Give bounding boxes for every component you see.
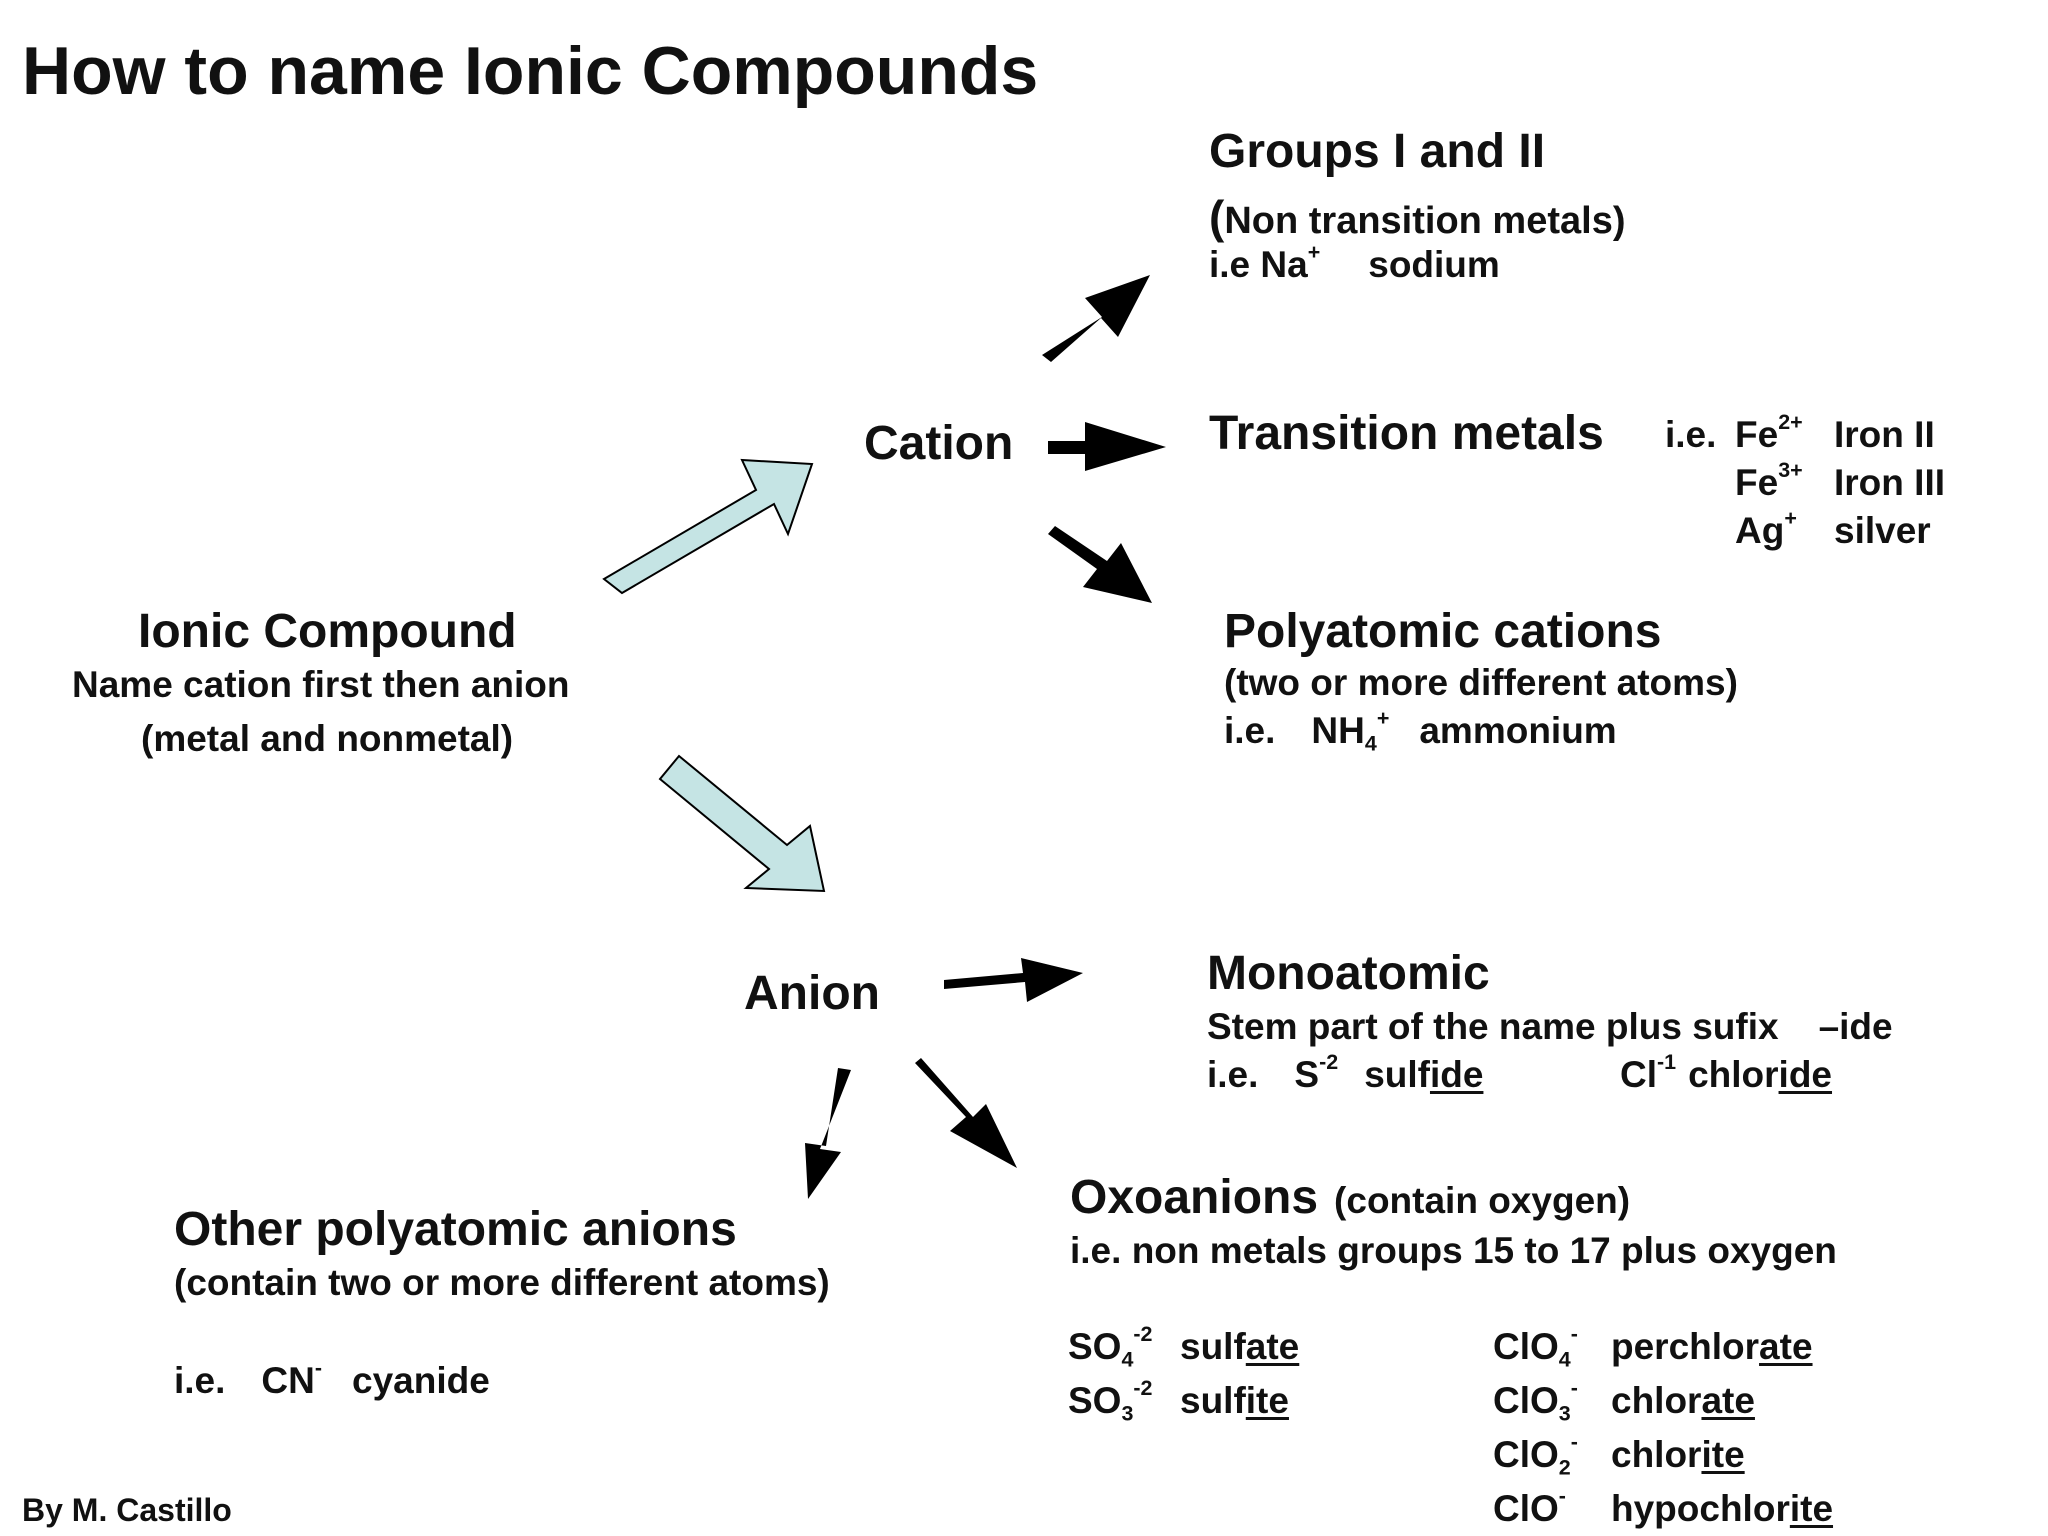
- arrow-anion-to-monoatomic: [944, 958, 1083, 1002]
- author-credit: By M. Castillo: [22, 1492, 232, 1528]
- other-anions-heading: Other polyatomic anions: [174, 1203, 737, 1256]
- arrow-anion-to-other: [805, 1068, 851, 1199]
- ionic-compound-rule: Name cation first then anion: [72, 664, 570, 705]
- groups-subtitle: (Non transition metals): [1209, 191, 1626, 243]
- oxoanion-chlorite: ClO2-chlorite: [1493, 1429, 1745, 1480]
- transition-ie: i.e.: [1665, 414, 1717, 455]
- arrow-cation-to-polyatomic: [1048, 526, 1152, 603]
- arrow-cation-to-groups: [1042, 275, 1150, 362]
- arrow-cation-to-transition: [1048, 422, 1166, 471]
- monoatomic-rule: Stem part of the name plus sufix–ide: [1207, 1006, 1893, 1047]
- anion-label: Anion: [744, 967, 880, 1020]
- oxoanions-paren: (contain oxygen): [1334, 1180, 1631, 1221]
- page-title: How to name Ionic Compounds: [22, 33, 1039, 109]
- oxoanion-chlorate: ClO3-chlorate: [1493, 1375, 1755, 1426]
- light-arrows: [602, 458, 826, 893]
- transition-example-fe3: Fe3+: [1735, 457, 1803, 503]
- arrow-to-cation: [602, 458, 814, 595]
- oxoanion-hypochlorite: ClO-hypochlorite: [1493, 1483, 1834, 1529]
- ionic-compound-type: (metal and nonmetal): [141, 718, 514, 759]
- oxoanions-heading: Oxoanions: [1070, 1171, 1319, 1224]
- groups-heading: Groups I and II: [1209, 125, 1546, 178]
- ionic-compound-heading: Ionic Compound: [138, 605, 517, 658]
- transition-example-fe3-name: Iron III: [1834, 462, 1945, 503]
- other-anions-subtitle: (contain two or more different atoms): [174, 1262, 830, 1303]
- arrow-anion-to-oxoanions: [915, 1058, 1017, 1168]
- other-anions-example: i.e.CN-cyanide: [174, 1355, 490, 1401]
- arrow-to-anion: [658, 754, 826, 893]
- dark-arrows: [805, 275, 1166, 1199]
- transition-heading: Transition metals: [1209, 407, 1604, 460]
- oxoanions-heading-row: Oxoanions (contain oxygen): [1070, 1170, 1630, 1225]
- transition-example-ag-name: silver: [1834, 510, 1931, 551]
- oxoanion-perchlorate: ClO4-perchlorate: [1493, 1321, 1813, 1372]
- groups-example: i.e Na+sodium: [1209, 239, 1500, 285]
- polyatomic-cations-example: i.e.NH4+ammonium: [1224, 705, 1617, 756]
- cation-label: Cation: [864, 417, 1014, 470]
- oxoanions-subtitle: i.e. non metals groups 15 to 17 plus oxy…: [1070, 1230, 1837, 1271]
- transition-example-fe2-name: Iron II: [1834, 414, 1935, 455]
- transition-example-fe2: Fe2+: [1735, 409, 1803, 455]
- monoatomic-heading: Monoatomic: [1207, 947, 1490, 1000]
- polyatomic-cations-subtitle: (two or more different atoms): [1224, 662, 1738, 703]
- transition-example-ag: Ag+: [1735, 505, 1797, 551]
- polyatomic-cations-heading: Polyatomic cations: [1224, 605, 1662, 658]
